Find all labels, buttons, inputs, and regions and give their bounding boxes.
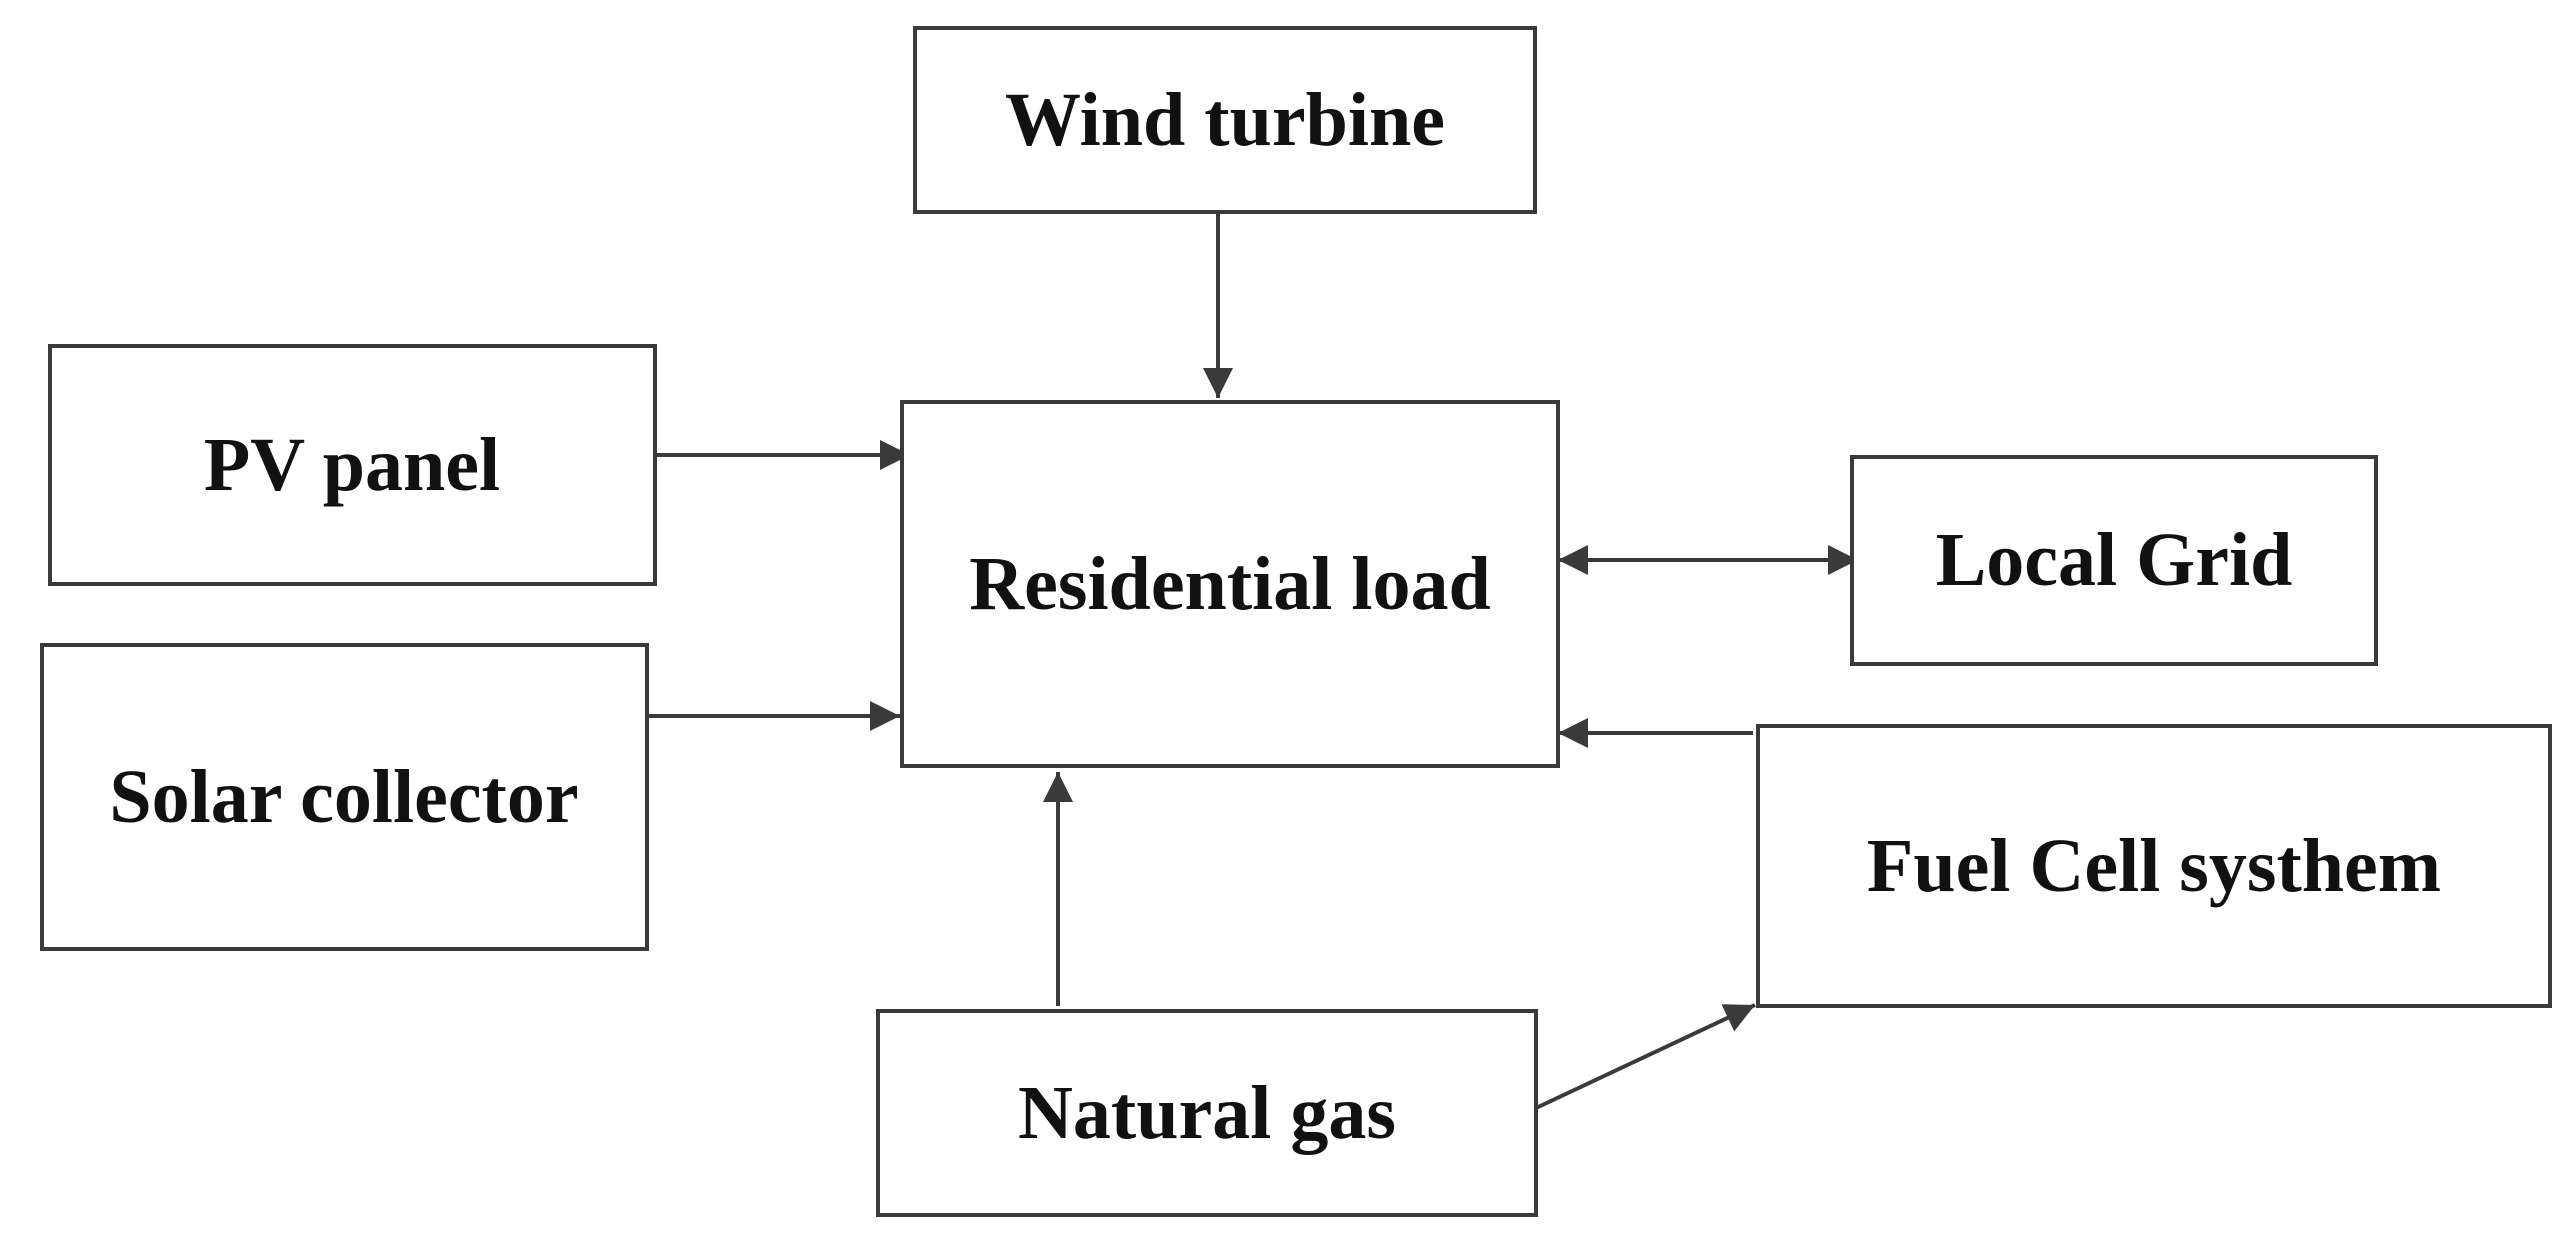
edge-gas-to-fuelcell — [1535, 1003, 1756, 1110]
node-solar-collector-label: Solar collector — [109, 755, 578, 839]
node-residential-load-label: Residential load — [969, 542, 1491, 626]
node-natural-gas-label: Natural gas — [1018, 1071, 1396, 1155]
node-fuel-cell-label: Fuel Cell systhem — [1867, 824, 2441, 908]
node-pv-panel: PV panel — [48, 344, 657, 586]
node-residential-load: Residential load — [900, 400, 1560, 768]
node-pv-panel-label: PV panel — [204, 423, 500, 507]
node-wind-turbine-label: Wind turbine — [1005, 78, 1445, 162]
edges — [645, 212, 1858, 1110]
node-local-grid-label: Local Grid — [1936, 518, 2293, 602]
node-natural-gas: Natural gas — [876, 1009, 1538, 1217]
node-solar-collector: Solar collector — [40, 643, 649, 951]
node-local-grid: Local Grid — [1850, 455, 2378, 666]
node-fuel-cell: Fuel Cell systhem — [1756, 724, 2552, 1008]
node-wind-turbine: Wind turbine — [913, 26, 1537, 214]
